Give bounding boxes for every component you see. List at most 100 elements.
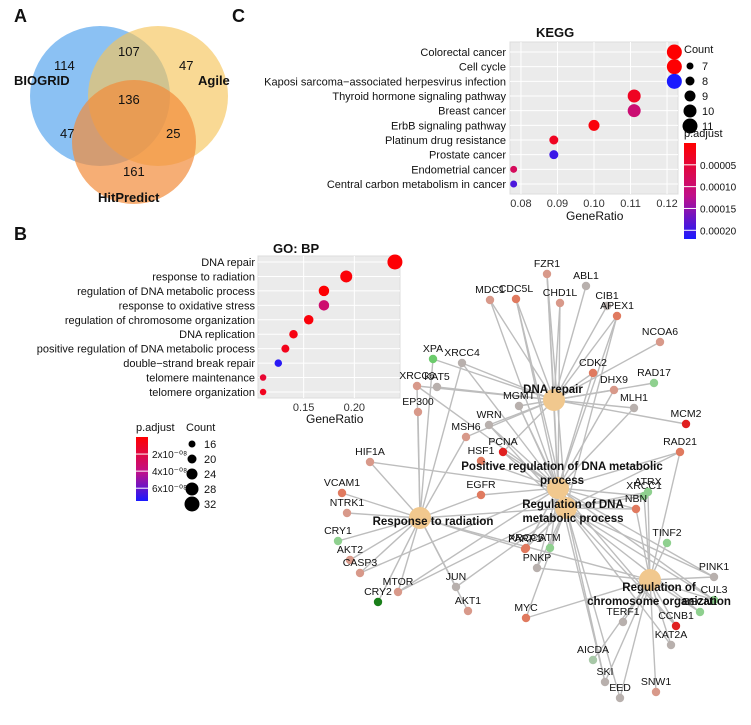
go-category-label: positive regulation of DNA metabolic pro… (37, 344, 256, 356)
gene-label-cry2: CRY2 (364, 586, 392, 598)
gene-label-terf1: TERF1 (606, 606, 639, 618)
kegg-x-tick: 0.09 (547, 198, 568, 210)
venn-circle-hitpredict (72, 80, 196, 204)
go-size-legend-label: 20 (204, 454, 216, 466)
kegg-dots (510, 44, 682, 188)
venn-count-biogrid-hitpredict: 47 (60, 126, 74, 141)
gene-label-egfr: EGFR (466, 479, 496, 491)
go-dot (259, 374, 267, 381)
gene-label-xrcc1: XRCC1 (626, 480, 662, 492)
go-category-label: DNA repair (201, 257, 255, 269)
hub-node-h3 (555, 497, 577, 519)
gene-node-hsf1 (476, 456, 486, 466)
network-edge (419, 507, 567, 519)
gene-node-mtor (393, 587, 403, 597)
gene-label-nbn: NBN (625, 493, 647, 505)
network-edge (397, 487, 559, 593)
venn-count-agile-hitpredict: 25 (166, 126, 180, 141)
gene-label-kat2a: KAT2A (655, 629, 687, 641)
network-edge (397, 517, 421, 593)
kegg-size-legend-dot (684, 90, 696, 102)
gene-label-cib1: CIB1 (595, 290, 619, 302)
network-edge (565, 315, 618, 509)
kegg-x-tick: 0.12 (656, 198, 677, 210)
network-edge (557, 487, 677, 627)
kegg-size-legend-dot (686, 62, 694, 70)
panel-label-a: A (14, 6, 27, 26)
network-edge (557, 389, 615, 489)
network-edge (565, 507, 672, 646)
network-edge (337, 517, 421, 542)
gene-label-casp3: CASP3 (343, 557, 378, 569)
gene-node-rad17 (649, 378, 659, 388)
gene-label-chd1l: CHD1L (543, 287, 578, 299)
gene-label-rad21: RAD21 (663, 436, 697, 448)
go-dot (340, 270, 353, 283)
go-plot-area (257, 255, 401, 399)
network-edge (565, 451, 681, 509)
go-size-legend-label: 16 (204, 439, 216, 451)
go-dot (259, 388, 267, 396)
venn-label-biogrid: BIOGRID (14, 73, 70, 88)
gene-label-vcam1: VCAM1 (324, 477, 360, 489)
network-edge (480, 487, 559, 496)
gene-node-mgmt (514, 401, 524, 411)
venn-label-hitpredict: HitPredict (98, 190, 160, 205)
gene-node-abl1 (581, 281, 591, 291)
gene-label-apex1: APEX1 (600, 300, 634, 312)
go-dots (259, 254, 403, 396)
hub-node-h4 (409, 507, 431, 529)
kegg-category-label: Breast cancer (438, 106, 506, 118)
gene-node-xrcc4 (457, 358, 467, 368)
gene-label-wrn: WRN (476, 409, 501, 421)
network-edge (465, 399, 555, 438)
go-x-axis-label: GeneRatio (306, 412, 364, 426)
go-size-legend-dot (186, 468, 198, 480)
venn-count-biogrid-agile: 107 (118, 44, 140, 59)
network-edge (565, 507, 715, 578)
network-edge (553, 399, 687, 425)
network-edge (557, 372, 594, 489)
kegg-x-tick: 0.11 (620, 198, 641, 210)
network-edge (553, 302, 561, 401)
gene-node-casp3 (355, 568, 365, 578)
kegg-dot (510, 180, 518, 188)
gene-node-mdc1 (485, 295, 495, 305)
gene-label-kat5: KAT5 (424, 371, 450, 383)
kegg-dot (666, 59, 682, 75)
venn-count-all: 136 (118, 92, 140, 107)
network-edge (488, 424, 559, 489)
gene-node-cdk2 (588, 368, 598, 378)
network-edge (417, 411, 421, 519)
venn-count-hitpredict-only: 161 (123, 164, 145, 179)
network-edge (369, 461, 559, 489)
network-edge (557, 487, 715, 578)
gene-node-ntrk1 (342, 508, 352, 518)
network-edge (346, 512, 421, 519)
gene-node-vcam1 (337, 488, 347, 498)
network-edge (349, 517, 421, 561)
network-edge (416, 385, 559, 489)
network-edge (536, 507, 567, 569)
network-edge (489, 299, 559, 489)
network-edge (489, 299, 555, 401)
gene-label-cdc5l: CDC5L (499, 283, 534, 295)
go-size-legend-dot (188, 440, 196, 448)
network-edge (649, 579, 672, 646)
gene-label-fzr1: FZR1 (534, 258, 560, 270)
kegg-category-label: Central carbon metabolism in cancer (327, 179, 506, 191)
kegg-category-label: Prostate cancer (429, 150, 506, 162)
gene-label-mlh1: MLH1 (620, 392, 648, 404)
venn-count-agile-only: 47 (179, 58, 193, 73)
kegg-x-tick: 0.10 (583, 198, 604, 210)
gene-node-cul3 (709, 595, 719, 605)
gene-node-ccnb1 (671, 621, 681, 631)
gene-label-msh6: MSH6 (451, 421, 480, 433)
kegg-dot (510, 165, 518, 173)
go-size-legend-title: Count (186, 422, 215, 434)
